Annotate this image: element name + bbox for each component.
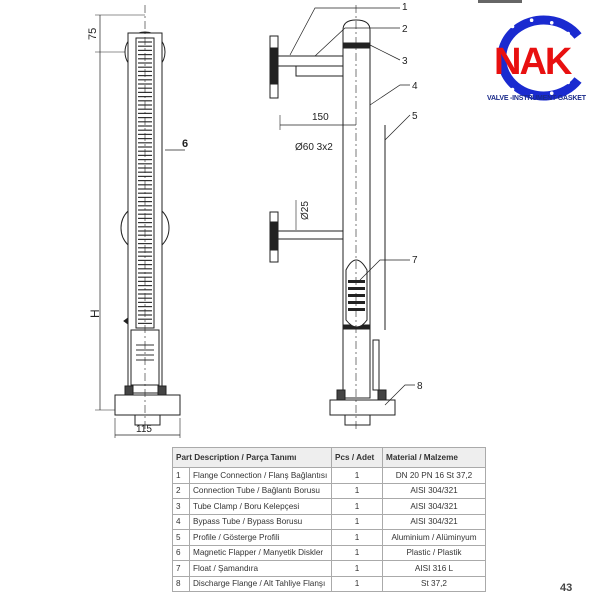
row-pcs: 1 — [331, 498, 383, 515]
row-pcs: 1 — [331, 544, 383, 561]
row-number: 3 — [172, 498, 190, 515]
side-view — [269, 5, 415, 430]
callout-4: 4 — [412, 81, 418, 92]
row-material: DN 20 PN 16 St 37,2 — [382, 467, 486, 484]
callout-6: 6 — [182, 138, 188, 150]
row-material: AISI 304/321 — [382, 513, 486, 530]
row-description: Float / Şamandıra — [189, 560, 332, 577]
bolt-hole — [529, 18, 534, 23]
row-material: AISI 304/321 — [382, 482, 486, 499]
technical-drawing: 75 H 115 6 — [87, 2, 423, 438]
row-material: AISI 316 L — [382, 560, 486, 577]
bolt-hole — [529, 93, 534, 98]
bolt-hole — [566, 80, 570, 85]
bolt-hole — [566, 31, 570, 36]
callout-1: 1 — [402, 2, 408, 13]
logo-tagline: VALVE -INSTRUMENT-GASKET — [487, 95, 586, 102]
bypass-tube — [342, 19, 371, 399]
callout-3: 3 — [402, 56, 408, 67]
row-description: Magnetic Flapper / Manyetik Diskler — [189, 544, 332, 561]
bolt-hole — [510, 87, 515, 92]
row-material: AISI 304/321 — [382, 498, 486, 515]
header-material: Material / Malzeme — [382, 447, 486, 468]
row-material: St 37,2 — [382, 575, 486, 592]
row-description: Tube Clamp / Boru Kelepçesi — [189, 498, 332, 515]
callout-7: 7 — [412, 255, 418, 266]
tube-clamp — [342, 42, 371, 49]
bolt-hole — [510, 24, 515, 29]
front-view — [95, 5, 185, 438]
bolt-hole — [492, 56, 496, 60]
row-description: Connection Tube / Bağlantı Borusu — [189, 482, 332, 499]
float — [345, 259, 368, 328]
row-description: Profile / Gösterge Profili — [189, 529, 332, 546]
dim-height-label: H — [88, 309, 102, 318]
nak-logo: NAK — [492, 15, 582, 101]
row-material: Plastic / Plastik — [382, 544, 486, 561]
callout-8: 8 — [417, 381, 423, 392]
bolt-hole — [549, 20, 554, 25]
row-pcs: 1 — [331, 560, 383, 577]
dim-offset-label: 150 — [312, 112, 329, 123]
row-pcs: 1 — [331, 529, 383, 546]
bolt-hole — [549, 91, 554, 96]
row-number: 1 — [172, 467, 190, 484]
row-number: 7 — [172, 560, 190, 577]
dim-width-label: 115 — [136, 424, 152, 435]
dim-top-label: 75 — [87, 28, 99, 40]
callout-2: 2 — [402, 24, 408, 35]
row-pcs: 1 — [331, 575, 383, 592]
row-number: 6 — [172, 544, 190, 561]
header-bar — [478, 0, 522, 3]
callout-5: 5 — [412, 111, 418, 122]
header-description: Part Description / Parça Tanımı — [172, 447, 332, 468]
row-number: 8 — [172, 575, 190, 592]
svg-text:NAK: NAK — [494, 41, 573, 83]
parts-table: Part Description / Parça Tanımı Pcs / Ad… — [172, 447, 486, 592]
discharge-flange — [114, 394, 181, 416]
row-description: Flange Connection / Flanş Bağlantısı — [189, 467, 332, 484]
header-pcs: Pcs / Adet — [331, 447, 383, 468]
bolt-hole — [497, 38, 501, 42]
row-number: 2 — [172, 482, 190, 499]
row-pcs: 1 — [331, 467, 383, 484]
bolt-hole — [497, 74, 501, 78]
dim-tube-label: Ø25 — [300, 201, 311, 220]
page-number: 43 — [560, 582, 573, 594]
dim-pipe-label: Ø60 3x2 — [295, 142, 333, 153]
row-pcs: 1 — [331, 513, 383, 530]
row-description: Discharge Flange / Alt Tahliye Flanşı — [189, 575, 332, 592]
row-number: 5 — [172, 529, 190, 546]
row-material: Aluminium / Alüminyum — [382, 529, 486, 546]
row-description: Bypass Tube / Bypass Borusu — [189, 513, 332, 530]
row-number: 4 — [172, 513, 190, 530]
row-pcs: 1 — [331, 482, 383, 499]
